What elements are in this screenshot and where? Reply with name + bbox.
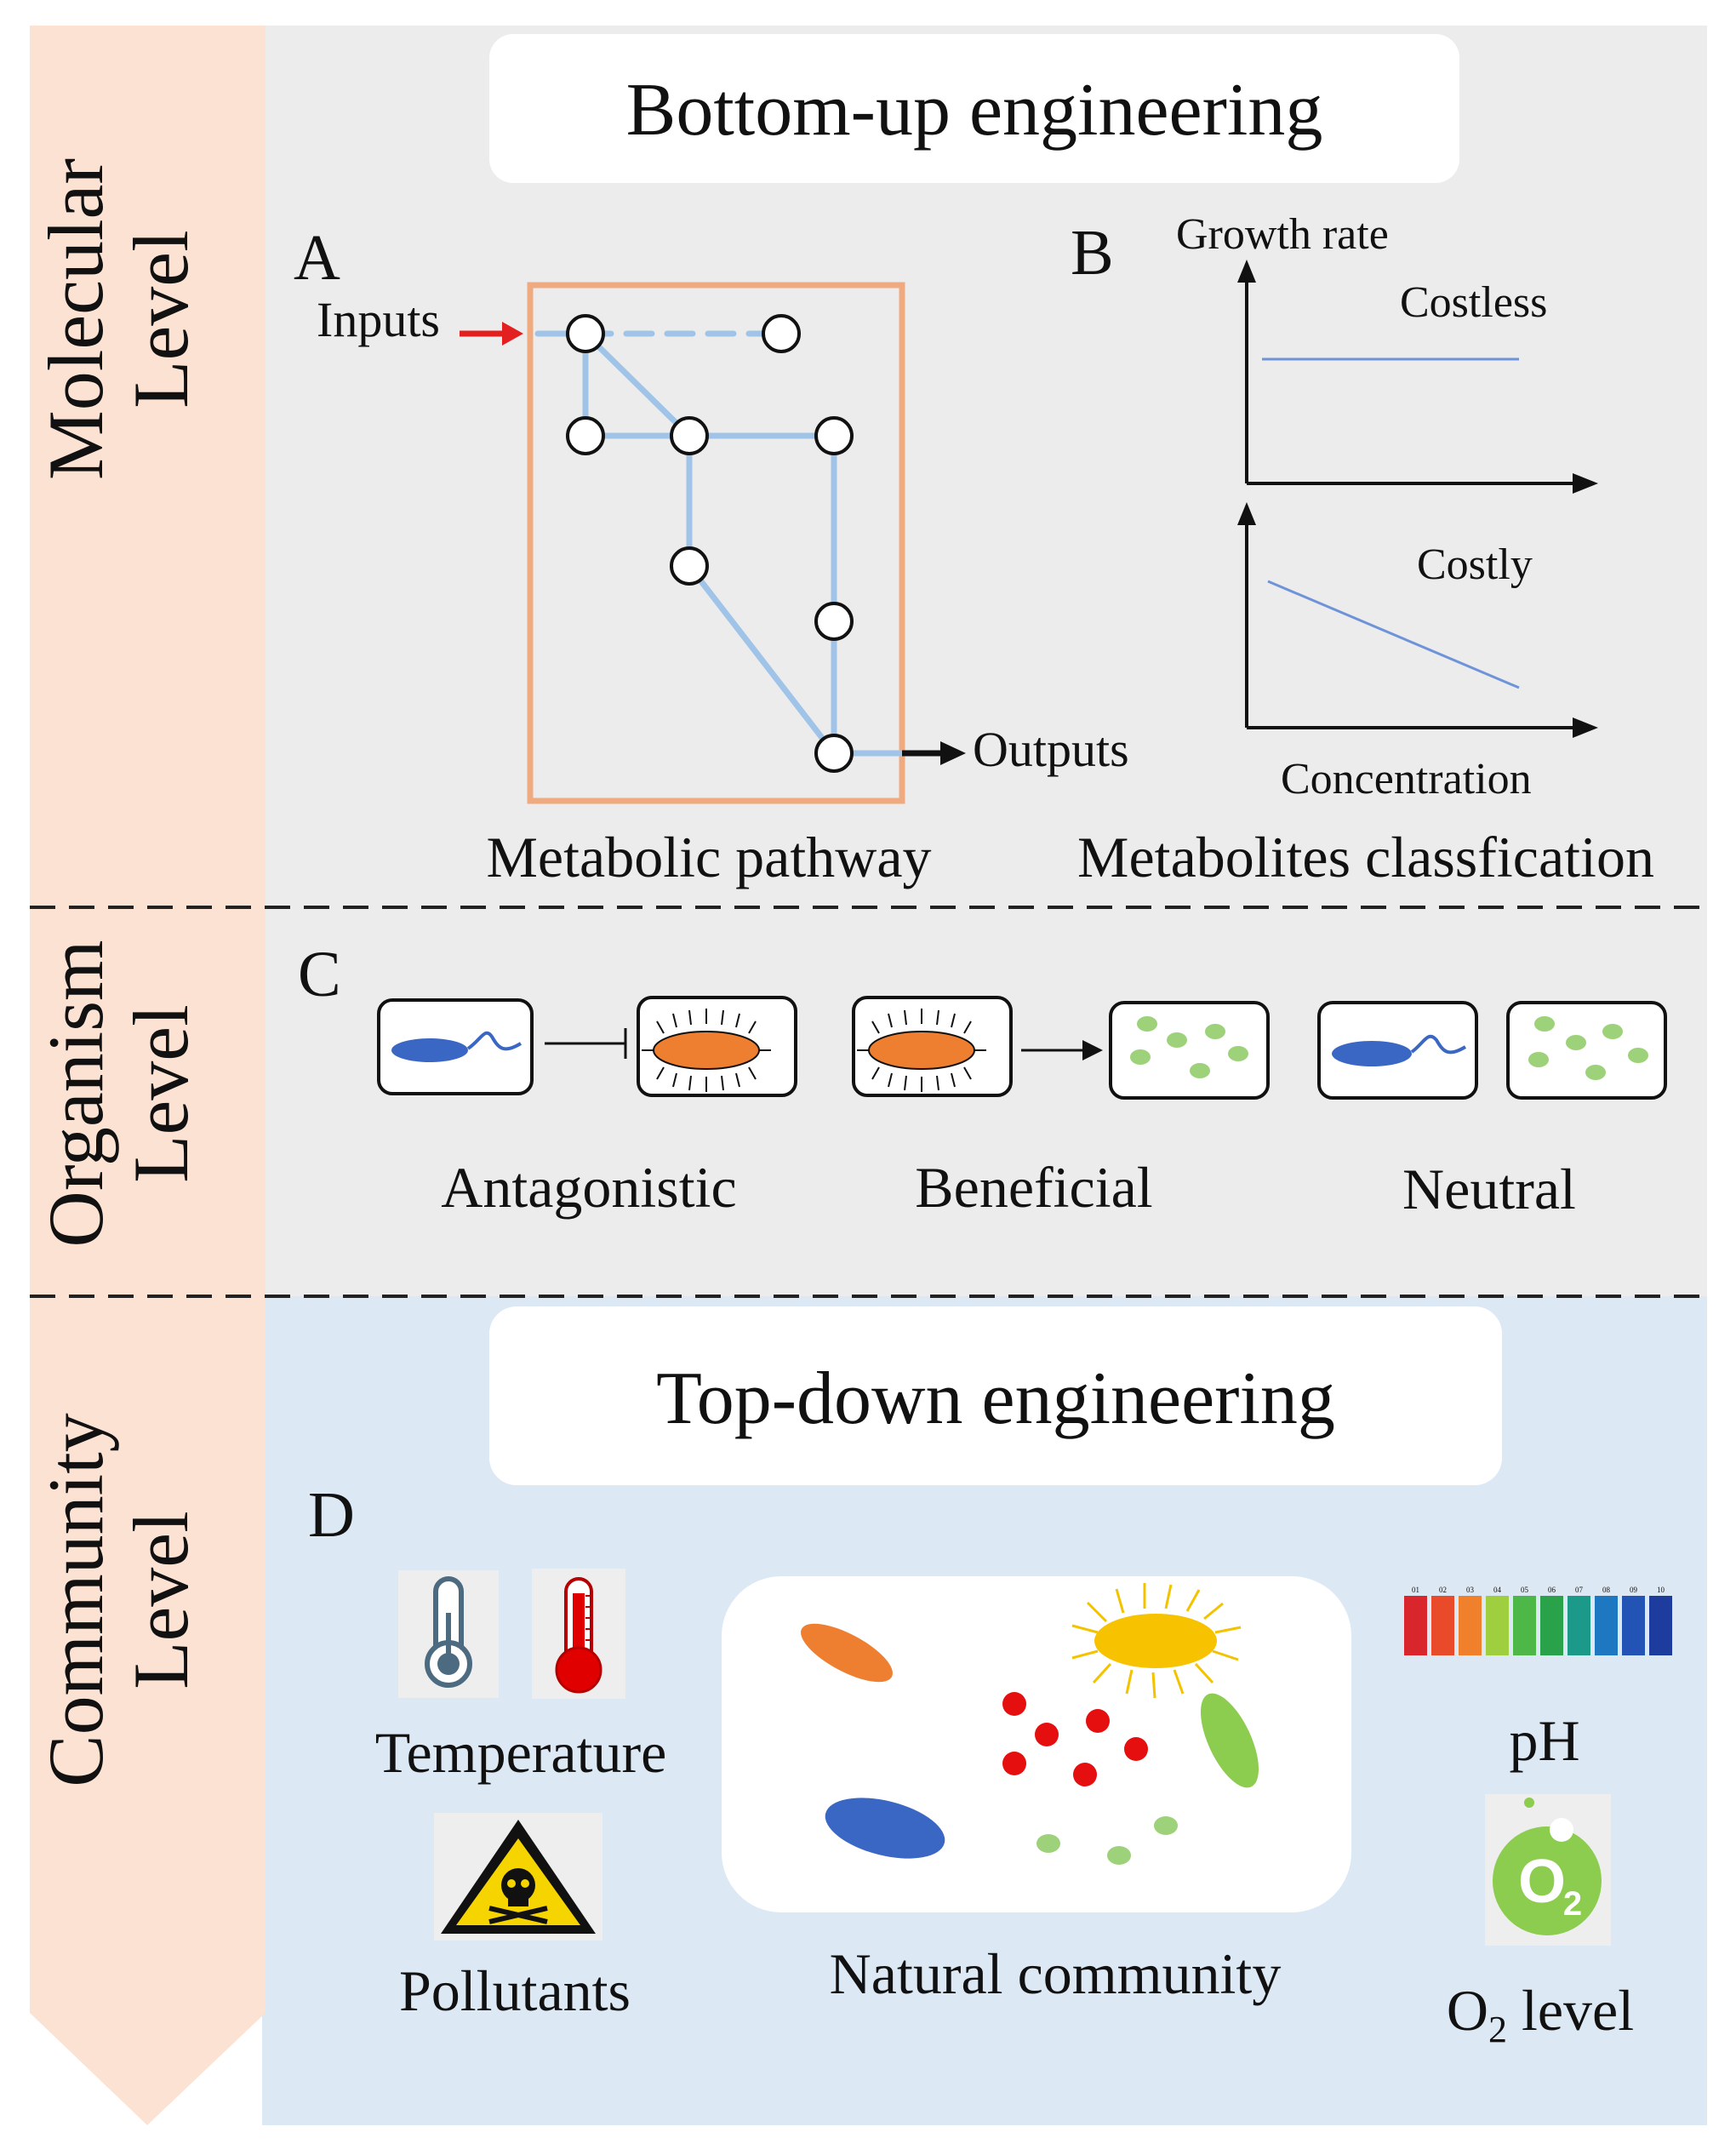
natural-community-label: Natural community (830, 1941, 1282, 2006)
ph-chart-icon: 01 02 03 04 05 06 07 08 09 10 (1404, 1586, 1672, 1655)
pathway-node (814, 734, 854, 773)
antagonistic-label: Antagonistic (441, 1155, 737, 1220)
beneficial-cell-b (1109, 1001, 1270, 1100)
red-dots (1002, 1692, 1148, 1786)
beneficial-label: Beneficial (915, 1155, 1152, 1220)
top-down-header: Top-down engineering (656, 1358, 1335, 1440)
panel-c-letter: C (298, 939, 341, 1010)
top-y-axis-arrowhead (1237, 260, 1256, 283)
molecular-level-word: Molecular (32, 158, 119, 480)
growth-rate-axis-label: Growth rate (1176, 210, 1389, 259)
temperature-label: Temperature (375, 1720, 667, 1785)
inputs-label: Inputs (317, 292, 440, 347)
ph-label: pH (1509, 1708, 1579, 1773)
upper-panel-background (262, 26, 1707, 1296)
panel-d-letter: D (308, 1479, 355, 1551)
pathway-node (670, 546, 709, 586)
ph-swatch-label: 06 (1548, 1586, 1556, 1594)
green-dots (1036, 1816, 1178, 1865)
pollutants-label: Pollutants (399, 1958, 631, 2023)
oxygen-icon-letter: O (1518, 1848, 1566, 1916)
ph-color-swatch (1486, 1596, 1509, 1655)
oxygen-icon: O 2 (1485, 1794, 1611, 1946)
ph-swatch-label: 07 (1575, 1586, 1584, 1594)
ph-swatch-label: 04 (1493, 1586, 1502, 1594)
ph-swatch-label: 01 (1412, 1586, 1419, 1594)
hot-thermometer-icon (532, 1569, 625, 1699)
ph-swatch-label: 09 (1630, 1586, 1638, 1594)
pathway-edge (686, 563, 837, 757)
concentration-axis-label: Concentration (1281, 755, 1532, 803)
neutral-cell-b (1506, 1001, 1667, 1100)
pathway-node (814, 416, 854, 455)
organism-level-suffix: Level (117, 1004, 204, 1182)
green-bacterium (1200, 1693, 1259, 1788)
outputs-label: Outputs (973, 722, 1129, 777)
community-level-label: Community Level (32, 1413, 204, 1787)
bottom-up-header: Bottom-up engineering (626, 69, 1323, 151)
blue-bacterium (825, 1798, 945, 1859)
ph-color-swatch (1404, 1596, 1427, 1655)
pathway-node (566, 416, 605, 455)
ph-swatch-label: 05 (1521, 1586, 1529, 1594)
outputs-arrow (902, 741, 966, 765)
community-level-suffix: Level (117, 1511, 204, 1689)
ph-color-swatch (1622, 1596, 1645, 1655)
antagonistic-cell-b (637, 996, 797, 1097)
bottom-x-axis-arrowhead (1573, 717, 1598, 738)
neutral-label: Neutral (1402, 1157, 1576, 1221)
molecular-level-label: Molecular Level (32, 158, 204, 480)
molecular-level-suffix: Level (117, 230, 204, 408)
top-down-header-box (489, 1306, 1502, 1485)
community-level-word: Community (32, 1413, 119, 1787)
bottom-up-header-box (489, 34, 1459, 183)
ph-color-swatch (1649, 1596, 1672, 1655)
neutral-cell-a (1317, 1001, 1478, 1100)
pathway-node (566, 314, 605, 353)
bottom-y-axis-arrowhead (1237, 502, 1256, 525)
ph-color-swatch (1540, 1596, 1563, 1655)
antagonistic-cell-a (377, 998, 534, 1095)
metabolites-classification-caption: Metabolites classfication (1077, 825, 1654, 889)
ph-color-swatch (1568, 1596, 1590, 1655)
costly-curve (1267, 580, 1520, 689)
oxygen-icon-subscript: 2 (1563, 1885, 1582, 1923)
panel-a-letter: A (294, 222, 340, 294)
ph-color-swatch (1459, 1596, 1482, 1655)
toxic-hazard-icon (434, 1813, 602, 1941)
orange-bacterium (801, 1623, 893, 1683)
ph-color-swatch (1595, 1596, 1618, 1655)
pathway-box (527, 282, 905, 804)
inputs-arrow (460, 322, 523, 346)
yellow-flagellated-bacterium (1071, 1583, 1242, 1699)
o2-level-label: O2 level (1447, 1978, 1634, 2050)
benefit-arrow (1021, 1040, 1103, 1060)
ph-swatch-label: 03 (1466, 1586, 1475, 1594)
top-x-axis-arrowhead (1573, 473, 1598, 494)
organism-level-label: Organism Level (32, 940, 204, 1247)
ph-swatch-label: 02 (1439, 1586, 1447, 1594)
ph-color-swatch (1513, 1596, 1536, 1655)
costless-label: Costless (1400, 278, 1547, 327)
o2-level-subscript: 2 (1488, 2009, 1507, 2050)
ph-color-swatch (1431, 1596, 1454, 1655)
metabolic-pathway-caption: Metabolic pathway (486, 825, 931, 889)
beneficial-cell-a (852, 996, 1013, 1097)
cold-thermometer-icon (398, 1570, 499, 1698)
inhibition-connector (545, 1028, 627, 1059)
pathway-nodes (566, 314, 854, 773)
level-arrow-band (30, 26, 266, 2125)
pathway-edge (582, 330, 693, 439)
ph-swatch-label: 10 (1657, 1586, 1665, 1594)
pathway-node (762, 314, 801, 353)
o2-level-prefix: O (1447, 1978, 1488, 2043)
pathway-node (670, 416, 709, 455)
costly-label: Costly (1417, 540, 1533, 589)
ph-swatch-label: 08 (1602, 1586, 1611, 1594)
o2-level-suffix: level (1507, 1978, 1634, 2043)
panel-b-letter: B (1071, 217, 1114, 289)
pathway-node (814, 602, 854, 641)
organism-level-word: Organism (32, 940, 119, 1247)
